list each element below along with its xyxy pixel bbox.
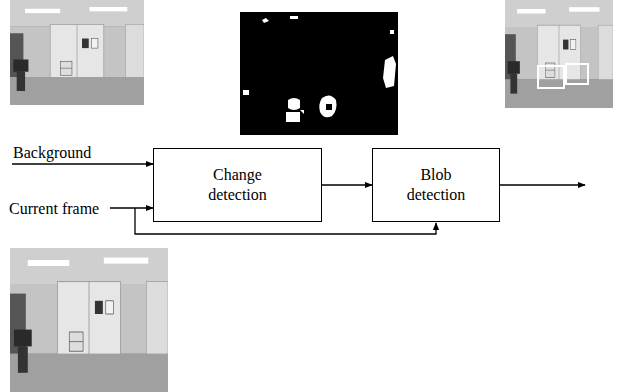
input-arrow	[110, 207, 153, 208]
input-label: Background	[12, 144, 92, 162]
detection-box	[566, 64, 588, 84]
change-mask	[240, 12, 398, 135]
output-arrow	[500, 184, 585, 185]
input-label: Current frame	[8, 200, 100, 218]
process-box: Change detection	[153, 148, 322, 222]
result-photo	[505, 0, 613, 108]
box-label: Blob detection	[391, 165, 481, 205]
background-photo	[10, 0, 144, 105]
flow-arrow	[322, 184, 372, 185]
current-frame-photo	[10, 248, 168, 392]
box-label: Change detection	[193, 165, 283, 205]
detection-box	[538, 66, 564, 88]
process-box: Blob detection	[372, 148, 500, 222]
input-arrow	[12, 163, 153, 164]
